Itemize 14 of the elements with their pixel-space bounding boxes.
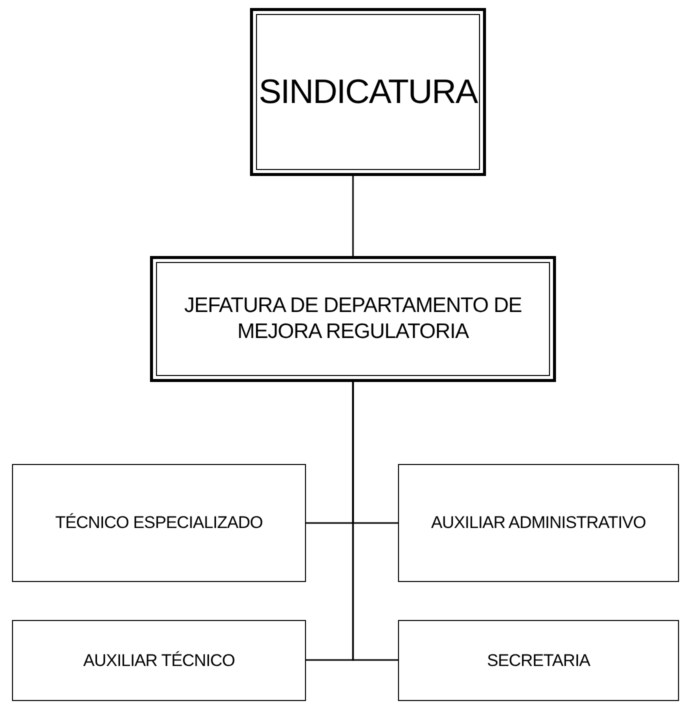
org-box <box>12 464 306 582</box>
box-label: AUXILIAR ADMINISTRATIVO <box>431 512 646 534</box>
connector-line <box>352 176 354 256</box>
org-box <box>398 464 679 582</box>
org-box <box>12 620 306 701</box>
connector-line <box>352 382 398 661</box>
org-box <box>398 620 679 701</box>
org-box <box>150 256 556 382</box>
box-label: TÉCNICO ESPECIALIZADO <box>55 512 263 534</box>
org-box <box>250 8 486 176</box>
box-label: AUXILIAR TÉCNICO <box>83 650 235 672</box>
box-label: SINDICATURA <box>258 72 478 113</box>
box-label: JEFATURA DE DEPARTAMENTO DE MEJORA REGULATORIA <box>183 292 523 345</box>
box-label: SECRETARIA <box>486 650 590 672</box>
